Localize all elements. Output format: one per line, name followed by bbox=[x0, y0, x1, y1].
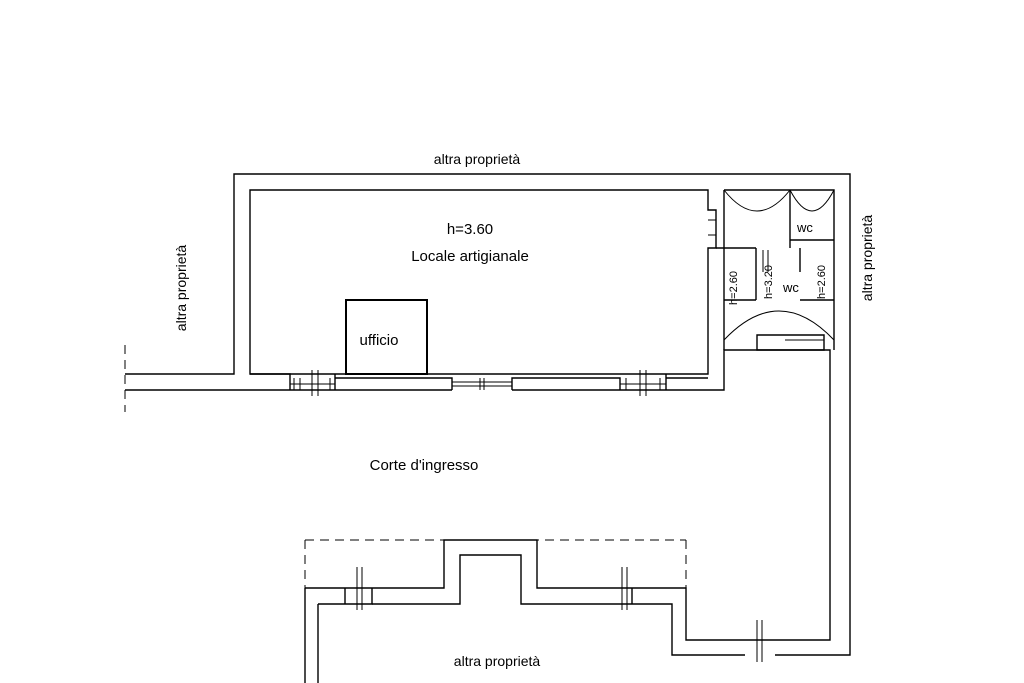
office-room bbox=[345, 299, 428, 375]
label-right-neighbor: altra proprietà bbox=[859, 215, 875, 302]
label-office: ufficio bbox=[360, 332, 399, 349]
label-main-room: Locale artigianale bbox=[411, 248, 529, 265]
label-left-neighbor: altra proprietà bbox=[173, 245, 189, 332]
label-height-middle: h=3.20 bbox=[763, 265, 775, 299]
building-walls bbox=[125, 173, 851, 656]
bottom-building bbox=[304, 539, 763, 683]
label-courtyard: Corte d'ingresso bbox=[370, 457, 479, 474]
label-top-neighbor: altra proprietà bbox=[434, 151, 521, 167]
door-swings bbox=[708, 189, 835, 341]
label-wc-lower: wc bbox=[782, 280, 799, 295]
label-wc-upper: wc bbox=[796, 220, 813, 235]
label-main-height: h=3.60 bbox=[447, 221, 493, 238]
label-height-right: h=2.60 bbox=[816, 265, 828, 299]
label-height-left: h=2.60 bbox=[728, 271, 740, 305]
front-windows bbox=[290, 370, 666, 396]
label-bottom-neighbor: altra proprietà bbox=[454, 653, 541, 669]
